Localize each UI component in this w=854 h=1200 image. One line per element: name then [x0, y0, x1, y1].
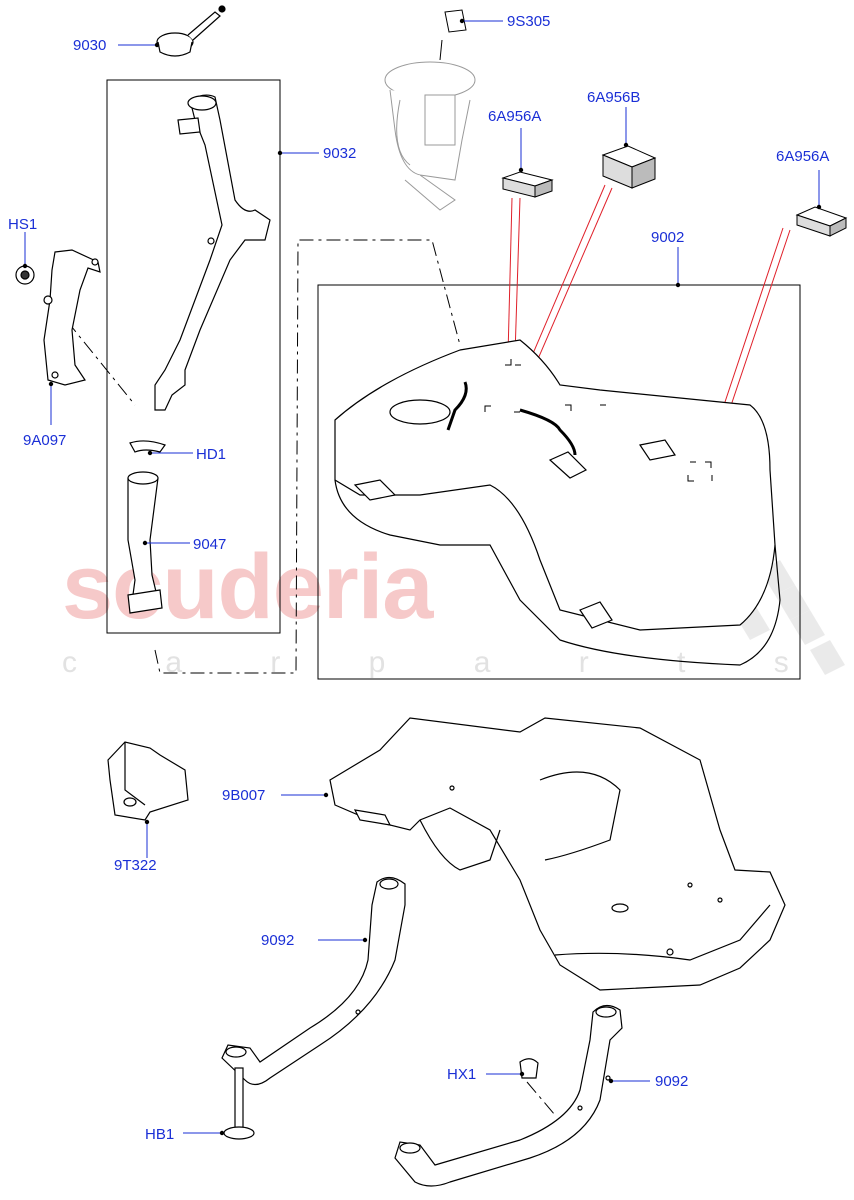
label-pad-6a956a-left[interactable]: [501, 171, 554, 198]
callout-leaders: [24, 20, 820, 1134]
fuel-cap-part[interactable]: [156, 5, 226, 57]
callout-dots: [22, 18, 822, 1136]
fuel-pump-module[interactable]: [384, 9, 476, 211]
callout-hb1[interactable]: HB1: [145, 1126, 175, 1143]
watermark-brand: scuderia: [62, 536, 433, 638]
callout-9030[interactable]: 9030: [73, 37, 107, 54]
screw-hs1[interactable]: [15, 265, 35, 285]
callout-hs1[interactable]: HS1: [8, 216, 38, 233]
hose-clip-hd1[interactable]: [129, 440, 166, 453]
strap-9092-right-part[interactable]: [394, 1004, 623, 1187]
callout-9092-left[interactable]: 9092: [261, 932, 295, 949]
hose-9047-part[interactable]: [127, 471, 163, 614]
fuel-tank-part[interactable]: [334, 339, 781, 666]
callout-9032[interactable]: 9032: [323, 145, 357, 162]
filler-neck-part[interactable]: [154, 94, 271, 411]
dash-dot-connectors: [49, 239, 556, 1116]
callout-9047[interactable]: 9047: [193, 536, 227, 553]
label-pad-6a956a-right[interactable]: [795, 206, 848, 237]
heat-shield-part[interactable]: [43, 249, 101, 386]
callout-9s305[interactable]: 9S305: [507, 13, 551, 30]
callout-hd1[interactable]: HD1: [196, 446, 227, 463]
callout-9092-right[interactable]: 9092: [655, 1073, 689, 1090]
label-pad-6a956b[interactable]: [601, 145, 657, 189]
bolt-hb1[interactable]: [223, 1067, 255, 1140]
strap-9092-left-part[interactable]: [221, 876, 406, 1086]
callout-9002[interactable]: 9002: [651, 229, 685, 246]
callout-6a956a-left[interactable]: 6A956A: [488, 108, 542, 125]
callout-6a956a-right[interactable]: 6A956A: [776, 148, 830, 165]
filler-group-frame: [106, 79, 281, 634]
bracket-9t322-part[interactable]: [107, 741, 189, 821]
callout-9b007[interactable]: 9B007: [222, 787, 266, 804]
callout-hx1[interactable]: HX1: [447, 1066, 477, 1083]
nut-hx1[interactable]: [519, 1058, 539, 1079]
tank-group-frame: [317, 284, 801, 680]
callout-9a097[interactable]: 9A097: [23, 432, 67, 449]
undershield-part[interactable]: [329, 717, 786, 991]
callout-6a956b[interactable]: 6A956B: [587, 89, 641, 106]
callout-9t322[interactable]: 9T322: [114, 857, 157, 874]
